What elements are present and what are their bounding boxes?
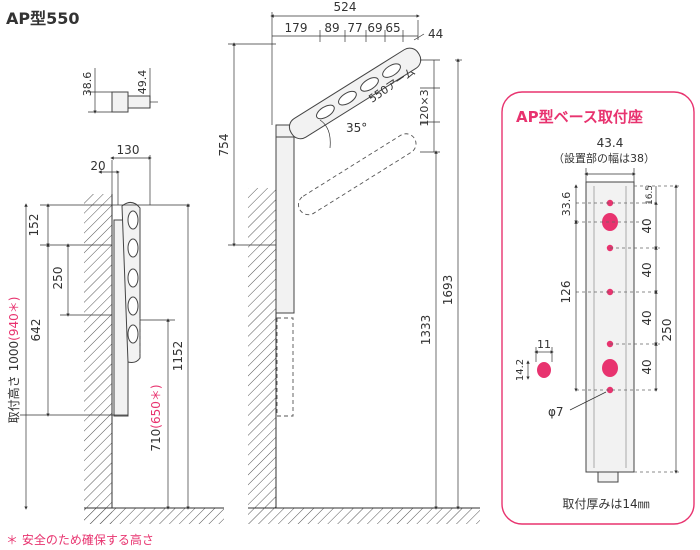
front-wall-hatch bbox=[248, 188, 276, 508]
page-title: AP型550 bbox=[6, 9, 80, 28]
base-dim-40-a: 40 bbox=[640, 218, 654, 233]
dim-77: 77 bbox=[347, 21, 362, 35]
base-foot bbox=[597, 471, 619, 483]
front-pole bbox=[275, 134, 295, 314]
dim-130: 130 bbox=[117, 143, 140, 157]
base-width: 43.4 bbox=[597, 136, 624, 150]
base-seat-panel: AP型ベース取付座 43.4 （設置部の幅は38） 33.6 12 bbox=[501, 91, 695, 525]
front-view: 35° 524 179 89 77 69 65 44 550アーム 120×3 … bbox=[217, 0, 480, 524]
floor-hatch bbox=[84, 508, 224, 524]
base-dim-16-5: 16.5 bbox=[645, 185, 655, 205]
mount-height-safe: (940＊) bbox=[7, 297, 21, 341]
mount-height-value: 1000 bbox=[7, 341, 21, 372]
mount-slot-top bbox=[602, 213, 618, 231]
base-dim-250: 250 bbox=[660, 319, 674, 342]
base-dim-40-c: 40 bbox=[640, 310, 654, 325]
base-install-width: （設置部の幅は38） bbox=[553, 151, 655, 165]
slot-detail bbox=[537, 362, 551, 378]
mount-detail-view: 38.6 49.4 bbox=[81, 68, 158, 114]
slot-height: 14.2 bbox=[515, 359, 526, 381]
slot-width: 11 bbox=[537, 338, 551, 351]
hole-4 bbox=[606, 386, 614, 394]
front-arm-ghost bbox=[298, 133, 417, 216]
dim-179: 179 bbox=[285, 21, 308, 35]
dim-120x3: 120×3 bbox=[418, 89, 431, 126]
dim-1333: 1333 bbox=[419, 315, 433, 346]
base-dim-126: 126 bbox=[559, 281, 573, 304]
hole-diameter: φ7 bbox=[548, 405, 564, 419]
mount-slot-bottom bbox=[602, 359, 618, 377]
dim-69: 69 bbox=[367, 21, 382, 35]
dim-44: 44 bbox=[428, 27, 443, 41]
dim-710-safe: (650＊) bbox=[149, 384, 163, 428]
hole-2 bbox=[606, 288, 614, 296]
wall-hatch bbox=[84, 194, 112, 524]
base-dim-40-b: 40 bbox=[640, 262, 654, 277]
dim-89: 89 bbox=[324, 21, 339, 35]
dim-38-6: 38.6 bbox=[81, 72, 94, 97]
mount-height-text: 取付高さ bbox=[6, 375, 21, 423]
dim-20: 20 bbox=[90, 159, 105, 173]
dim-642: 642 bbox=[29, 319, 43, 342]
dim-250: 250 bbox=[51, 267, 65, 290]
base-panel-title: AP型ベース取付座 bbox=[516, 108, 643, 126]
dim-710: 710 bbox=[149, 429, 163, 452]
dim-49-4: 49.4 bbox=[136, 70, 149, 95]
front-pole-lower-ghost bbox=[276, 317, 294, 417]
thickness-note: 取付厚みは14㎜ bbox=[562, 497, 649, 511]
angle-35: 35° bbox=[346, 121, 367, 135]
dim-152: 152 bbox=[27, 214, 41, 237]
base-dim-40-d: 40 bbox=[640, 359, 654, 374]
dim-524: 524 bbox=[334, 0, 357, 14]
dim-65: 65 bbox=[385, 21, 400, 35]
side-view: 130 20 152 250 642 取付高さ 1000(940＊) 1152 7… bbox=[6, 143, 224, 524]
hole-top bbox=[606, 199, 614, 207]
dim-754: 754 bbox=[217, 134, 231, 157]
base-dim-33-6: 33.6 bbox=[560, 192, 573, 217]
dim-710-label: 710(650＊) bbox=[149, 384, 163, 451]
safety-footnote: ＊ 安全のため確保する高さ bbox=[6, 532, 154, 547]
dim-1152: 1152 bbox=[171, 341, 185, 372]
mount-clip bbox=[127, 95, 151, 109]
mount-height-label: 取付高さ 1000(940＊) bbox=[6, 297, 21, 424]
mount-bracket bbox=[111, 91, 129, 113]
dim-1693: 1693 bbox=[441, 275, 455, 306]
front-floor-hatch bbox=[248, 508, 480, 524]
